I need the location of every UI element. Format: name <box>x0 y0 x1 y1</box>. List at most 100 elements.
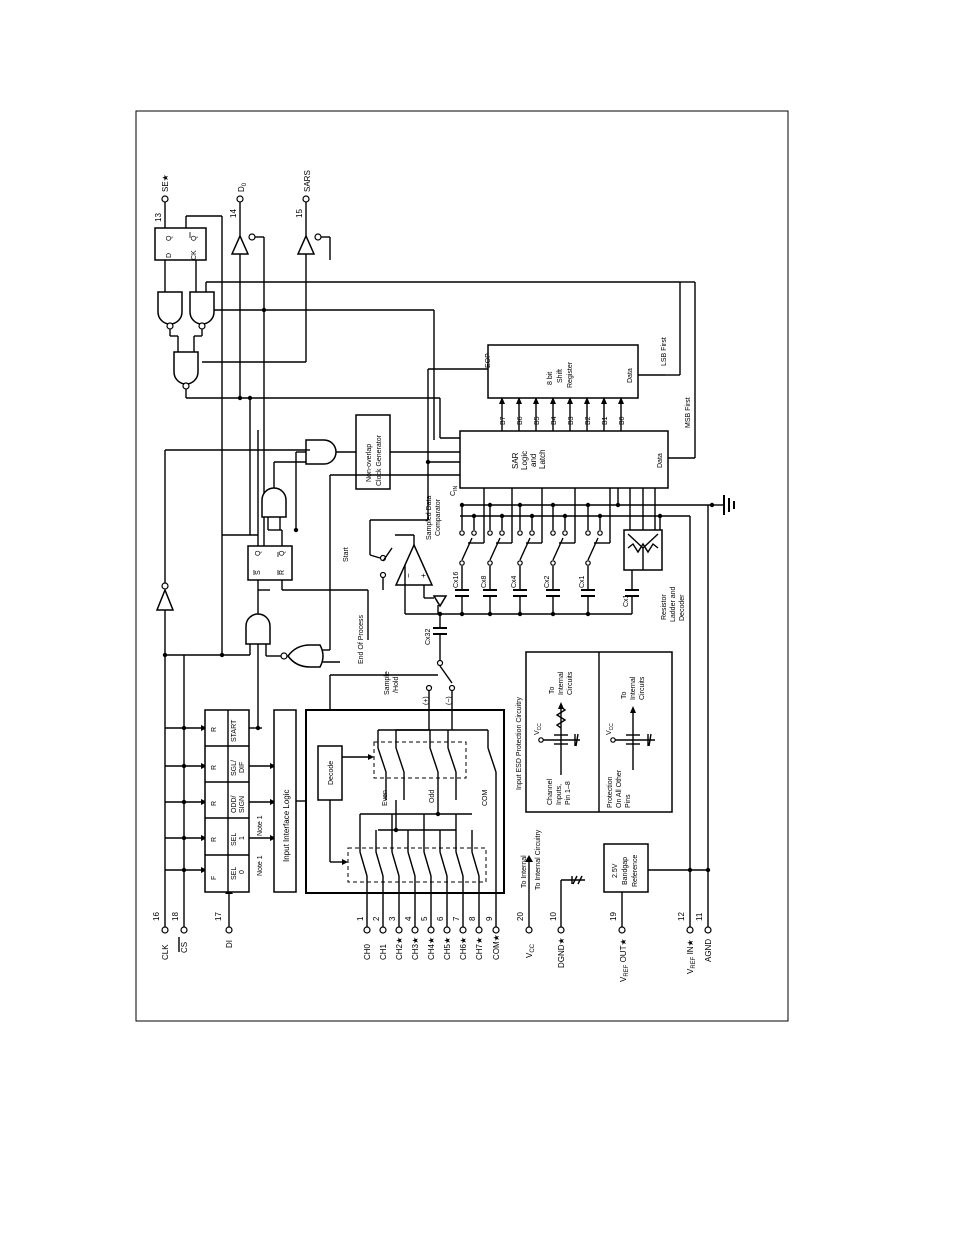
channel-pin-name: CH2★ <box>395 937 404 960</box>
lsb-first-label: LSB First <box>661 337 668 366</box>
cell-flag: R <box>211 765 218 770</box>
esd-internal-label-3: Circuits <box>639 676 646 700</box>
cell-label: SEL <box>231 867 238 880</box>
pin-number-vcc: 20 <box>516 912 525 921</box>
mux-box <box>305 709 505 894</box>
sample-hold-label-2: /Hold <box>393 677 400 693</box>
cell-label: SEL <box>231 833 238 846</box>
esd-other-label-2: On All Other <box>616 769 623 808</box>
pin-number-cs: 18 <box>171 912 180 921</box>
dac-switch <box>552 537 564 561</box>
cell-flag: R <box>211 727 218 732</box>
esd-title: Input ESD Protection Circuitry <box>516 697 523 790</box>
bit-label: B4 <box>551 416 558 425</box>
esd-vcc-label: VCC <box>534 723 543 735</box>
note-1-label: Note 1 <box>257 815 264 836</box>
esd-protection: Input ESD Protection Circuitry VCC To In… <box>516 651 673 813</box>
bit-label: B0 <box>619 416 626 425</box>
ladder-label-2: Ladder and <box>670 586 677 622</box>
sar-block: SAR Logic and Latch Data EOP 8 bit Shift… <box>367 281 696 640</box>
esd-other-label: Protection <box>607 776 614 808</box>
shift-register-label: 8 bit <box>547 372 554 385</box>
sar-label-2: Logic <box>520 451 529 470</box>
cell-label-2: 0 <box>239 870 246 874</box>
nor-gate <box>287 644 324 668</box>
bit-label: B5 <box>534 416 541 425</box>
dac-switch <box>489 537 501 561</box>
ladder-label: Resistor <box>661 594 668 620</box>
sar-label: SAR <box>511 452 520 469</box>
multiplexer: Decode Even Odd COM <box>305 709 505 894</box>
pin-number-vref-in: 12 <box>677 912 686 921</box>
esd-channel-label-2: Inputs, <box>556 784 563 805</box>
esd-internal-label: To <box>621 692 628 700</box>
sr-q: Q <box>255 550 262 556</box>
channel-pin-name: CH5★ <box>443 937 452 960</box>
note-1-label: Note 1 <box>257 855 264 876</box>
channel-pin <box>443 926 451 934</box>
cell-label: SGL/ <box>231 760 238 776</box>
nand-gate-1 <box>157 291 183 325</box>
dac-switch <box>461 537 473 561</box>
channel-pin <box>427 926 435 934</box>
even-odd-switch-group <box>373 741 467 779</box>
channel-switch <box>471 851 480 877</box>
pin-se: SE★ <box>161 174 170 192</box>
eop-label: EOP <box>485 353 492 368</box>
bit-label: B7 <box>500 416 507 425</box>
esd-other-label-3: Pins <box>625 794 632 808</box>
channel-pin-number: 2 <box>372 916 381 921</box>
channel-pin <box>411 926 419 934</box>
end-of-process-label: End Of Process <box>358 614 365 664</box>
mux-switch <box>377 747 387 773</box>
pin-number-vref-out: 19 <box>609 912 618 921</box>
cell-flag: R <box>211 801 218 806</box>
ff-ck: CK <box>191 250 198 260</box>
channel-pin <box>395 926 403 934</box>
ff-q: Q <box>166 235 173 241</box>
pin-agnd: AGND <box>704 939 713 962</box>
capacitor-label: Cx1 <box>579 575 586 588</box>
bandgap-label-3: Reference <box>632 855 639 887</box>
pin-number-dgnd: 10 <box>549 912 558 921</box>
msb-first-label: MSB First <box>685 397 692 428</box>
input-interface-logic-label: Input Interface Logic <box>282 790 291 863</box>
channel-pin-number: 8 <box>468 916 477 921</box>
channel-switch <box>439 851 448 877</box>
esd-channel-label: Channel <box>547 778 554 805</box>
pin-number-sars: 15 <box>295 209 304 218</box>
dac-switch <box>519 537 531 561</box>
odd-label: Odd <box>429 790 436 803</box>
bandgap-label: 2.5V <box>612 863 619 878</box>
clk-buffer <box>155 587 175 611</box>
capacitor-label: Cx8 <box>481 575 488 588</box>
mux-switch <box>447 747 457 773</box>
d0-output-buffer <box>230 234 250 255</box>
pin-cs: CS <box>180 942 189 953</box>
plus-label: (+) <box>423 696 430 705</box>
mux-switch <box>487 747 497 773</box>
cell-label: ODD/ <box>231 795 238 813</box>
pin-sars: SARS <box>303 170 312 192</box>
cell-label-2: SIGN <box>239 796 246 813</box>
control-logic: S Q R Q Non-overlap Clock Generator <box>222 395 460 591</box>
channel-pin-number: 7 <box>452 916 461 921</box>
channel-switch <box>359 851 368 877</box>
vcc-internal-label: To Internal <box>521 855 528 888</box>
capacitor-label: Cx4 <box>511 575 518 588</box>
svg-text:−: − <box>404 573 413 578</box>
power-section: 20 VCC To Internal To Internal Circuitry… <box>516 505 713 982</box>
capacitor-label: Cx16 <box>453 572 460 588</box>
channel-pin <box>363 926 371 934</box>
pin-vref-in: VREF IN★ <box>686 939 697 974</box>
channel-switch <box>455 851 464 877</box>
vcc-internal-label-2: To Internal Circuitry <box>535 829 542 890</box>
shift-register <box>487 344 639 399</box>
esd-internal-label: To <box>549 687 556 695</box>
sar-data-label: Data <box>657 453 664 468</box>
channel-pin-number: 6 <box>436 916 445 921</box>
esd-internal-label-2: Internal <box>558 671 565 695</box>
